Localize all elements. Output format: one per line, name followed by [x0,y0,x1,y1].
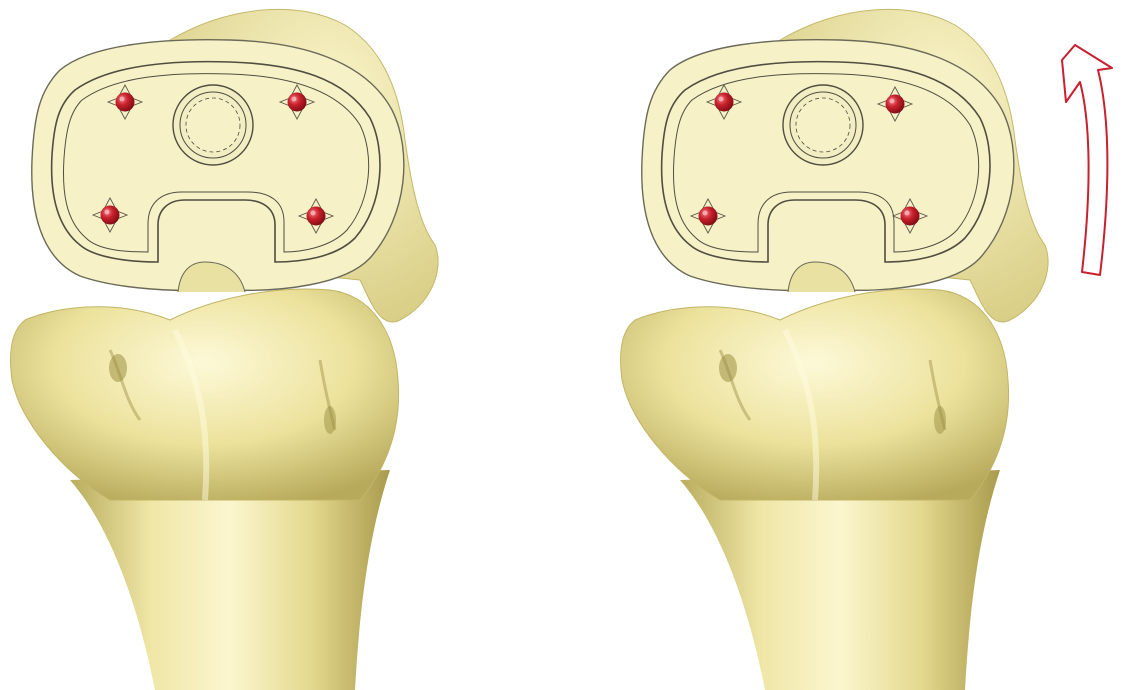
right-tibia-implant [621,9,1049,690]
right-knee-scene [621,9,1049,690]
left-tibia-implant [11,9,439,690]
curved-arrow-icon [1062,45,1112,275]
left-knee-scene [11,9,439,690]
